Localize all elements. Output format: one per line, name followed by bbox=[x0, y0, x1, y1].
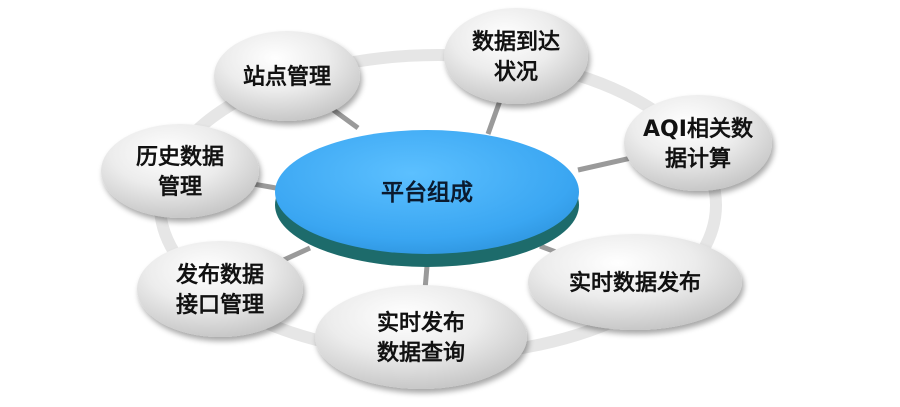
center-node: 平台组成 bbox=[275, 130, 579, 267]
node-label-realtime-publish-query-line-1: 实时发布 bbox=[377, 310, 465, 336]
node-label-publish-interface-management-line-1: 发布数据 bbox=[175, 262, 264, 288]
node-label-aqi-calculation-line-2: 据计算 bbox=[665, 146, 731, 172]
node-label-history-data-management-line-2: 管理 bbox=[158, 174, 202, 200]
node-bubble-publish-interface-management bbox=[137, 241, 303, 337]
node-bubble-aqi-calculation bbox=[624, 95, 772, 191]
node-label-aqi-calculation-line-1: AQI相关数 bbox=[643, 116, 754, 142]
center-node-disc bbox=[275, 130, 579, 254]
node-label-data-arrival-status-line-2: 状况 bbox=[494, 60, 538, 85]
center-node-label: 平台组成 bbox=[381, 179, 473, 206]
node-site-management: 站点管理 bbox=[214, 31, 360, 121]
node-label-site-management-line-1: 站点管理 bbox=[243, 64, 331, 90]
node-bubble-history-data-management bbox=[101, 124, 259, 218]
node-label-realtime-data-publish-line-1: 实时数据发布 bbox=[569, 270, 701, 296]
node-label-realtime-publish-query-line-2: 数据查询 bbox=[377, 340, 465, 366]
node-bubble-data-arrival-status bbox=[444, 8, 588, 104]
node-label-data-arrival-status-line-1: 数据到达 bbox=[472, 29, 560, 55]
node-bubble-realtime-publish-query bbox=[315, 285, 527, 389]
node-realtime-data-publish: 实时数据发布 bbox=[528, 234, 742, 330]
node-bubble-site-management bbox=[214, 31, 360, 121]
node-label-history-data-management-line-1: 历史数据 bbox=[136, 144, 224, 170]
node-bubble-realtime-data-publish bbox=[528, 234, 742, 330]
node-label-publish-interface-management-line-2: 接口管理 bbox=[176, 292, 264, 318]
nodes: 站点管理数据到达状况AQI相关数据计算实时数据发布实时发布数据查询发布数据接口管… bbox=[101, 8, 772, 389]
